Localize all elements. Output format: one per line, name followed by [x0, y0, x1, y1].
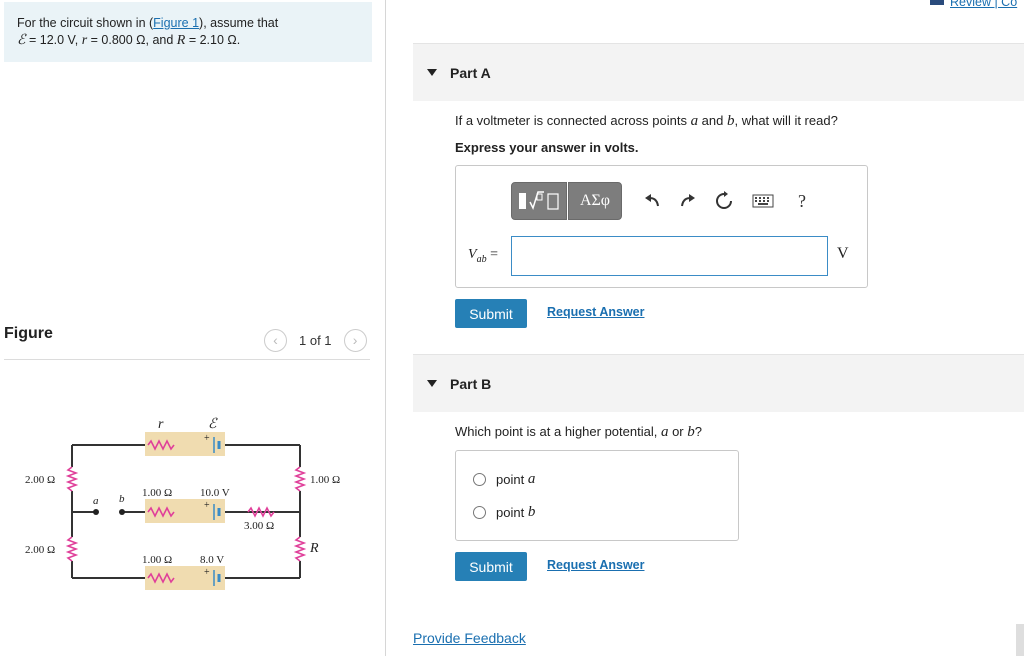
option-point-b[interactable]: point b [473, 504, 535, 521]
label-mid-right-res: 3.00 Ω [244, 520, 274, 532]
part-b-request-answer-link[interactable]: Request Answer [547, 558, 645, 572]
resistors [65, 439, 307, 584]
undo-icon[interactable] [634, 182, 670, 220]
part-b-header[interactable]: Part B [413, 354, 1024, 412]
label-right-top-res: 1.00 Ω [310, 474, 340, 486]
part-a-instruction: Express your answer in volts. [455, 140, 639, 155]
caret-down-icon [427, 380, 437, 387]
figure-navigation: ‹ 1 of 1 › [264, 328, 367, 352]
keyboard-icon[interactable] [742, 182, 784, 220]
label-point-b: b [119, 493, 125, 505]
figure-divider [4, 359, 370, 360]
answer-input[interactable] [511, 236, 828, 276]
redo-icon[interactable] [670, 182, 706, 220]
choice-box: point a point b [455, 450, 739, 541]
chevron-left-icon[interactable]: ‹ [264, 328, 287, 352]
chevron-right-icon[interactable]: › [343, 328, 367, 352]
figure-link[interactable]: Figure 1 [153, 16, 200, 30]
part-a-submit-button[interactable]: Submit [455, 299, 527, 328]
label-mid-res: 1.00 Ω [142, 487, 172, 499]
review-icon [930, 0, 944, 5]
problem-line-1: For the circuit shown in (Figure 1), ass… [17, 16, 279, 30]
part-b-title: Part B [450, 375, 492, 392]
terminal-a [93, 509, 99, 515]
scrollbar[interactable] [1016, 624, 1024, 656]
part-a-question: If a voltmeter is connected across point… [455, 113, 838, 129]
plus-sign-3: + [204, 567, 210, 578]
label-point-a: a [93, 495, 99, 507]
help-icon[interactable]: ? [798, 190, 806, 211]
batteries [213, 437, 221, 586]
symbols-button[interactable]: ΑΣφ [568, 182, 622, 220]
figure-title: Figure [4, 325, 53, 342]
problem-line-2: ℰ = 12.0 V, r = 0.800 Ω, and R = 2.10 Ω. [17, 33, 241, 48]
label-emf: ℰ [208, 417, 218, 432]
unit-label: V [837, 245, 849, 262]
emf-symbol: ℰ [17, 33, 26, 48]
part-a-header[interactable]: Part A [413, 43, 1024, 101]
label-mid-batt: 10.0 V [200, 487, 230, 499]
label-r: r [158, 417, 164, 432]
panel-divider [385, 0, 386, 656]
part-b-question: Which point is at a higher potential, a … [455, 424, 702, 440]
problem-statement: For the circuit shown in (Figure 1), ass… [4, 2, 372, 62]
radio-button[interactable] [473, 473, 486, 486]
label-bottom-batt: 8.0 V [200, 554, 224, 566]
option-point-a[interactable]: point a [473, 471, 535, 488]
answer-box: ΑΣφ ? Vab = V [455, 165, 868, 288]
figure-counter: 1 of 1 [299, 332, 332, 348]
label-right-bottom-res: R [309, 541, 319, 556]
caret-down-icon [427, 69, 437, 76]
plus-sign-1: + [204, 433, 210, 444]
templates-button[interactable] [511, 182, 567, 220]
label-left-top-res: 2.00 Ω [25, 474, 55, 486]
plus-sign-2: + [204, 500, 210, 511]
label-bottom-res: 1.00 Ω [142, 554, 172, 566]
templates-icon [519, 191, 559, 210]
math-toolbar: ΑΣφ ? [511, 182, 820, 220]
review-link[interactable]: Review | Co [930, 0, 1017, 9]
reset-icon[interactable] [706, 182, 742, 220]
radio-button[interactable] [473, 506, 486, 519]
terminal-b [119, 509, 125, 515]
provide-feedback-link[interactable]: Provide Feedback [413, 630, 526, 646]
part-a-title: Part A [450, 64, 491, 81]
label-left-bottom-res: 2.00 Ω [25, 544, 55, 556]
part-b-submit-button[interactable]: Submit [455, 552, 527, 581]
part-a-request-answer-link[interactable]: Request Answer [547, 305, 645, 319]
answer-label: Vab = [468, 247, 498, 265]
circuit-diagram: r ℰ + + + 2.00 Ω 2.00 Ω 1.00 Ω R 1.00 Ω … [25, 417, 340, 590]
